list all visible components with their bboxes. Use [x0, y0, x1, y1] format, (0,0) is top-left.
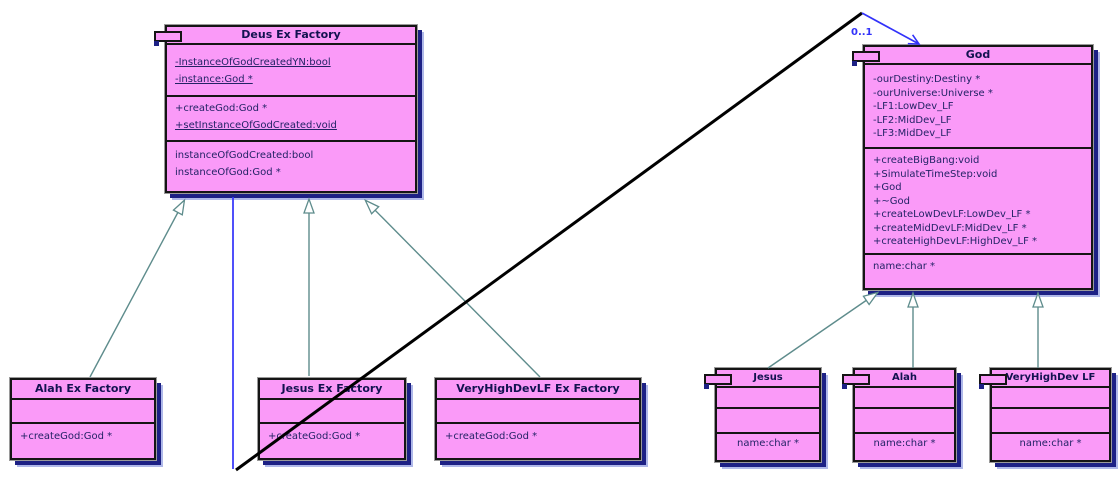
attributes-compartment: [992, 388, 1109, 409]
property: instanceOfGodCreated:bool: [175, 150, 314, 161]
methods-compartment: [717, 409, 819, 434]
methods-compartment: +createBigBang:void +SimulateTimeStep:vo…: [865, 149, 1091, 255]
attribute: -LF3:MidDev_LF: [873, 128, 952, 139]
attribute: -LF1:LowDev_LF: [873, 101, 954, 112]
method: +createBigBang:void: [873, 155, 980, 166]
properties-compartment: name:char *: [865, 255, 1091, 288]
property: name:char *: [1019, 438, 1082, 449]
class-title: Jesus Ex Factory: [260, 380, 404, 400]
generalization-alah-factory-to-deus[interactable]: [89, 198, 186, 378]
class-icon-dot: [979, 384, 984, 389]
class-title: Alah Ex Factory: [12, 380, 154, 400]
method: +God: [873, 182, 902, 193]
class-icon: [154, 31, 182, 42]
class-alah-ex-factory[interactable]: Alah Ex Factory +createGod:God *: [9, 377, 157, 461]
class-title: Jesus: [717, 370, 819, 388]
method: +createMidDevLF:MidDev_LF *: [873, 222, 1027, 234]
class-title: VeryHighDev LF: [992, 370, 1109, 388]
attribute: -ourUniverse:Universe *: [873, 87, 993, 99]
properties-compartment: instanceOfGodCreated:bool instanceOfGod:…: [167, 142, 415, 191]
properties-compartment: name:char *: [992, 434, 1109, 460]
class-icon-dot: [704, 384, 709, 389]
method: +SimulateTimeStep:void: [873, 168, 998, 180]
method: +~God: [873, 195, 910, 207]
class-god[interactable]: God -ourDestiny:Destiny * -ourUniverse:U…: [852, 44, 1094, 291]
class-icon: [852, 51, 880, 62]
attribute: -InstanceOfGodCreatedYN:bool: [175, 57, 331, 68]
class-icon: [979, 374, 1007, 385]
attributes-compartment: [12, 400, 154, 424]
association-deus-god-arrow-to-god[interactable]: [861, 12, 921, 45]
method: +setInstanceOfGodCreated:void: [175, 120, 337, 131]
class-icon: [842, 374, 870, 385]
class-title: VeryHighDevLF Ex Factory: [437, 380, 639, 400]
properties-compartment: name:char *: [855, 434, 954, 460]
class-title: Deus Ex Factory: [167, 27, 415, 45]
class-veryhighdevlf-ex-factory[interactable]: VeryHighDevLF Ex Factory +createGod:God …: [434, 377, 642, 461]
attributes-compartment: [437, 400, 639, 424]
class-alah[interactable]: Alah name:char *: [842, 367, 957, 463]
attribute: -LF2:MidDev_LF: [873, 114, 952, 126]
generalization-vhd-factory-to-deus[interactable]: [363, 198, 541, 378]
property: name:char *: [873, 438, 936, 449]
methods-compartment: +createGod:God *: [260, 424, 404, 458]
method: +createLowDevLF:LowDev_LF *: [873, 209, 1031, 220]
attributes-compartment: [717, 388, 819, 409]
attributes-compartment: -InstanceOfGodCreatedYN:bool -instance:G…: [167, 45, 415, 97]
attribute: -instance:God *: [175, 74, 253, 85]
attributes-compartment: [260, 400, 404, 424]
class-veryhighdev-lf[interactable]: VeryHighDev LF name:char *: [979, 367, 1112, 463]
properties-compartment: name:char *: [717, 434, 819, 460]
methods-compartment: [855, 409, 954, 434]
class-icon: [704, 374, 732, 385]
attributes-compartment: -ourDestiny:Destiny * -ourUniverse:Unive…: [865, 65, 1091, 149]
class-icon-dot: [852, 61, 857, 66]
method: +createGod:God *: [268, 431, 361, 442]
class-title: Alah: [855, 370, 954, 388]
association-deus-god-segment-black-diagonal[interactable]: [235, 11, 863, 472]
class-jesus-ex-factory[interactable]: Jesus Ex Factory +createGod:God *: [257, 377, 407, 461]
method: +createGod:God *: [20, 431, 113, 442]
attribute: -ourDestiny:Destiny *: [873, 74, 981, 85]
methods-compartment: [992, 409, 1109, 434]
attributes-compartment: [855, 388, 954, 409]
class-icon-dot: [154, 41, 159, 46]
association-multiplicity-label: 0..1: [851, 27, 873, 38]
class-jesus[interactable]: Jesus name:char *: [704, 367, 822, 463]
method: +createGod:God *: [175, 103, 268, 114]
method: +createHighDevLF:HighDev_LF *: [873, 236, 1038, 247]
methods-compartment: +createGod:God *: [437, 424, 639, 458]
property: instanceOfGod:God *: [175, 167, 281, 178]
class-icon-dot: [842, 384, 847, 389]
generalization-jesus-to-god[interactable]: [767, 291, 880, 369]
property: name:char *: [873, 261, 935, 272]
property: name:char *: [737, 438, 799, 449]
method: +createGod:God *: [445, 431, 538, 442]
class-deus-ex-factory[interactable]: Deus Ex Factory -InstanceOfGodCreatedYN:…: [154, 24, 418, 194]
methods-compartment: +createGod:God * +setInstanceOfGodCreate…: [167, 97, 415, 142]
methods-compartment: +createGod:God *: [12, 424, 154, 458]
class-title: God: [865, 47, 1091, 65]
